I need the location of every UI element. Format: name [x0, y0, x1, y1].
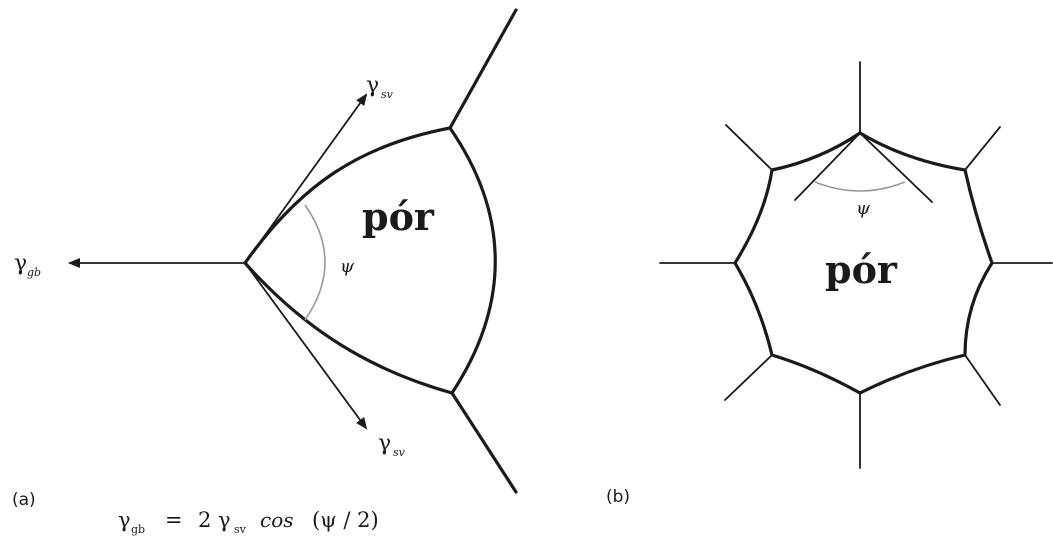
grain-boundary-bottom [450, 391, 518, 494]
pore-label-b: pór [825, 247, 898, 292]
gamma-gb-symbol: γ [14, 251, 27, 276]
gamma-sv-top-subscript: sv [381, 88, 394, 101]
panel-b: ψ pór (b) [606, 61, 1053, 507]
grain-boundary-top [448, 8, 518, 130]
gamma-sv-bottom-subscript: sv [393, 446, 406, 459]
psi-label-b: ψ [856, 198, 871, 219]
formula-coef-subscript: sv [234, 523, 247, 536]
panel-a: pór ψ γ gb γ sv γ sv (a) γ gb = 2 γ sv c… [12, 8, 518, 536]
formula-equals: = [165, 508, 183, 532]
grain-boundary-b-nw [725, 124, 773, 171]
formula-coefficient: 2 γ [198, 508, 231, 532]
gamma-sv-bottom-arrow [244, 262, 368, 430]
grain-boundary-b-ne [964, 126, 1001, 171]
gamma-sv-bottom-label: γ sv [378, 431, 406, 459]
formula-lhs-symbol: γ [118, 508, 131, 532]
gamma-sv-bottom-symbol: γ [378, 431, 391, 456]
grain-boundary-b-se [964, 354, 1001, 406]
dihedral-angle-arc [304, 204, 326, 321]
formula-lhs-subscript: gb [131, 523, 145, 536]
gamma-gb-label: γ gb [14, 251, 41, 279]
gamma-sv-top-symbol: γ [366, 73, 379, 98]
panel-a-label: (a) [12, 490, 36, 510]
gamma-gb-subscript: gb [27, 266, 41, 279]
psi-label-a: ψ [340, 256, 355, 277]
pore-lower-edge [243, 261, 454, 395]
gamma-sv-top-label: γ sv [366, 73, 394, 101]
tension-vector-b-right [859, 132, 933, 203]
pore-right-edge [448, 126, 497, 395]
tension-vector-b-left [794, 132, 861, 201]
panel-b-label: (b) [606, 487, 630, 507]
pore-label-a: pór [362, 194, 435, 239]
grain-boundary-b-sw [724, 354, 773, 401]
formula-argument: (ψ / 2) [312, 508, 379, 532]
formula-function: cos [260, 508, 294, 532]
pore-upper-edge [243, 126, 452, 265]
gamma-sv-top-arrow [244, 93, 368, 264]
young-equation-formula: γ gb = 2 γ sv cos (ψ / 2) [118, 508, 379, 536]
dihedral-angle-arc-b [814, 181, 906, 192]
